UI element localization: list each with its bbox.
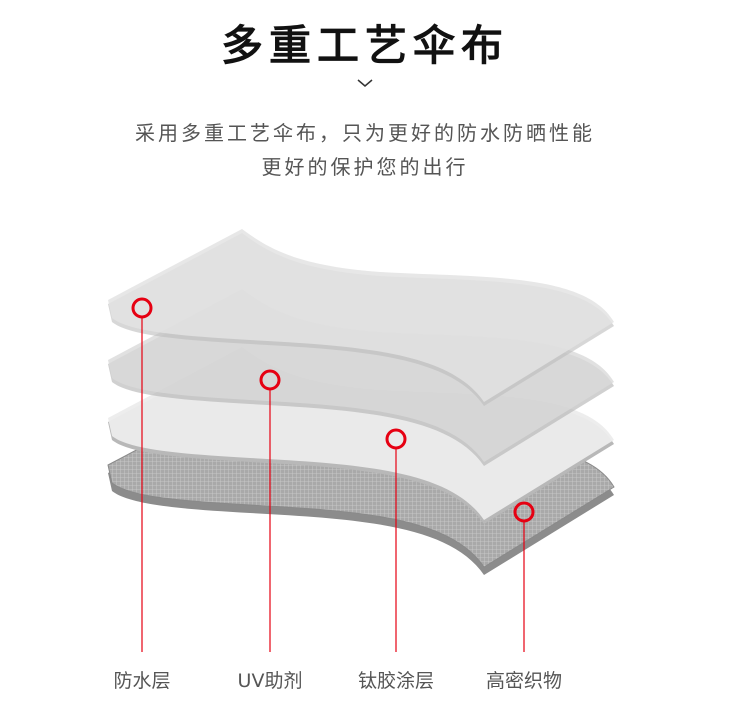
marker-titanium xyxy=(385,428,407,450)
label-titanium-coating: 钛胶涂层 xyxy=(357,670,435,692)
marker-fabric xyxy=(513,501,535,523)
chevron-down-icon xyxy=(357,79,373,87)
marker-waterproof xyxy=(131,297,153,319)
label-high-density-fabric: 高密织物 xyxy=(485,670,563,692)
marker-uv xyxy=(259,369,281,391)
label-waterproof: 防水层 xyxy=(113,670,171,692)
subtitle-line-2: 更好的保护您的出行 xyxy=(261,155,469,179)
page-title: 多重工艺伞布 xyxy=(220,21,509,70)
subtitle-line-1: 采用多重工艺伞布，只为更好的防水防晒性能 xyxy=(135,121,595,145)
label-uv-agent: UV助剂 xyxy=(237,670,303,692)
